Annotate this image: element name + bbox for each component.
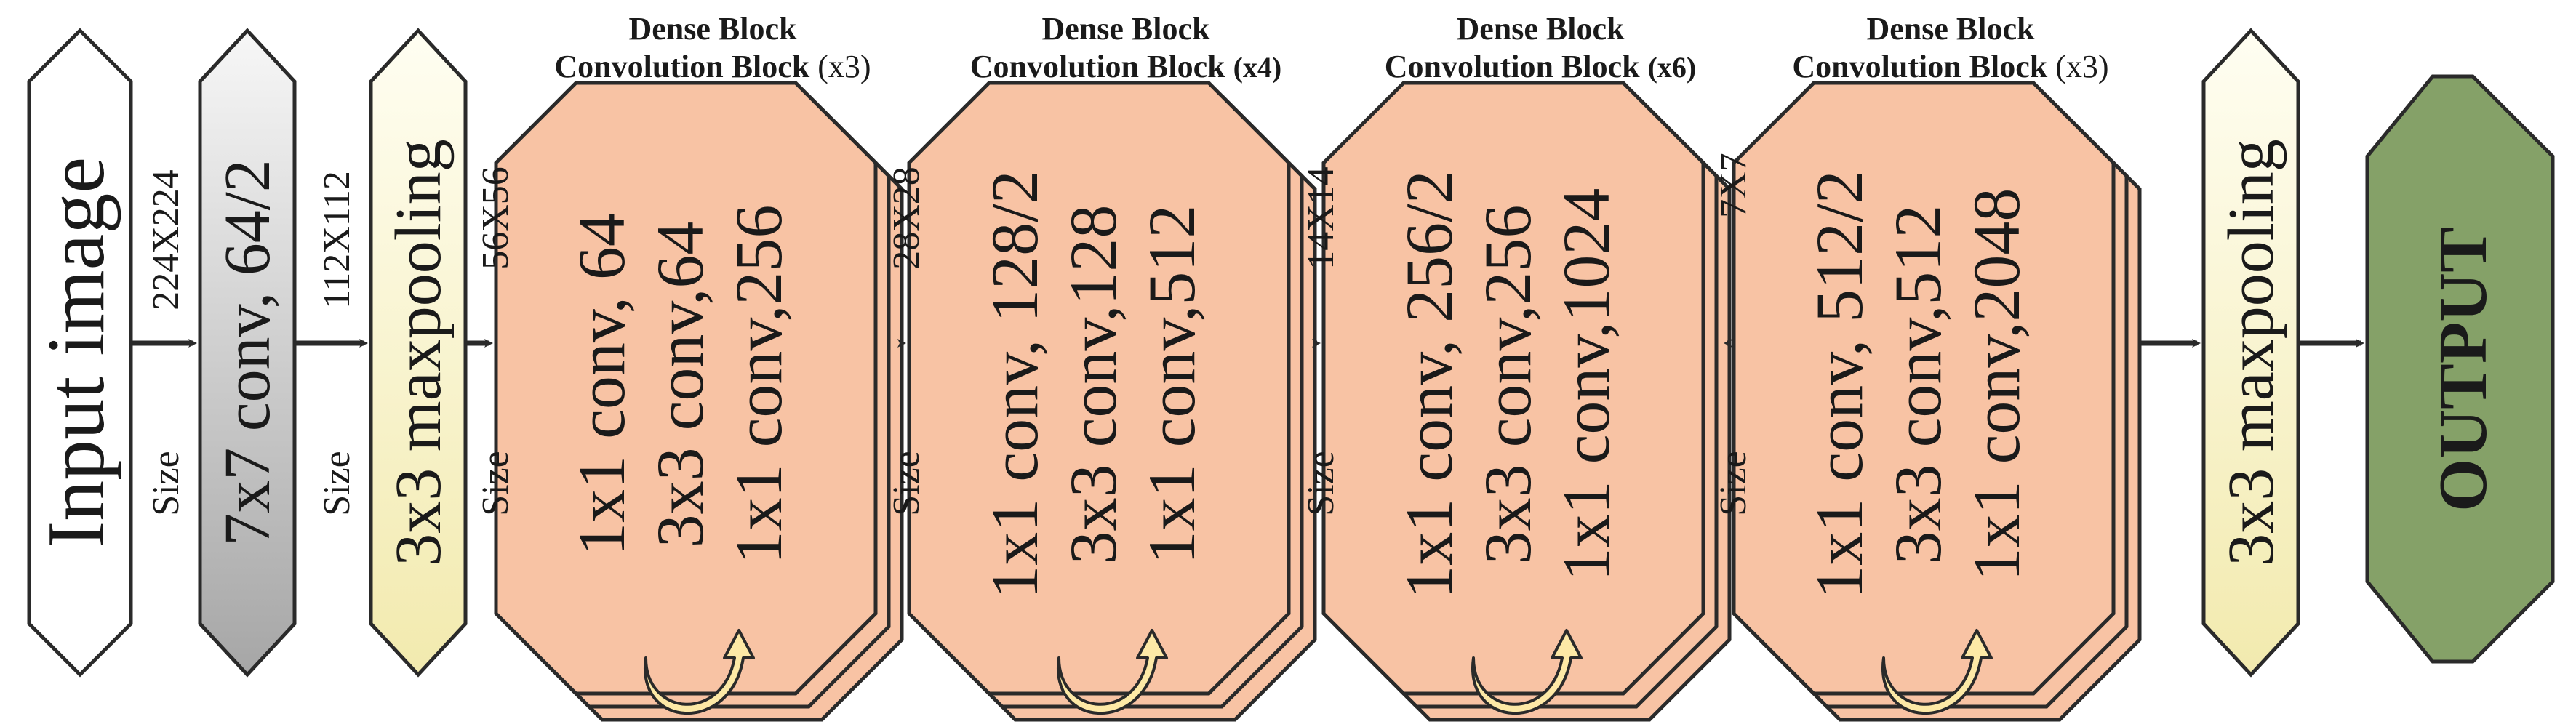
dense-block-4-header-conv: Convolution Block (x3)	[1792, 49, 2108, 84]
maxpool-1-shape	[369, 28, 468, 678]
dense-block-2-front-layer	[907, 81, 1291, 696]
dense-block-4-line-2: 3x3 conv,512	[1881, 205, 1955, 565]
size-value-3: 56X56	[475, 166, 516, 270]
size-value-5: 14X14	[1300, 166, 1342, 270]
dense-block-1-line-2: 3x3 conv,64	[643, 222, 717, 548]
output-stage: OUTPUT	[2365, 74, 2555, 664]
dense-block-4-line-3: 1x1 conv,2048	[1959, 188, 2033, 582]
dense-block-3-header-dense: Dense Block	[1457, 11, 1625, 47]
maxpool-2-shape	[2201, 28, 2300, 678]
conv-shape	[198, 28, 297, 678]
output-shape	[2365, 74, 2555, 664]
maxpool-stage-1: 3x3 maxpooling	[369, 28, 468, 678]
maxpool-stage-2: 3x3 maxpooling	[2201, 28, 2300, 678]
dense-block-2-residual-loop-arrow	[1056, 629, 1168, 715]
size-value-4: 28X28	[886, 166, 927, 270]
dense-block-1-repeat-count: (x3)	[817, 49, 871, 84]
dense-block-4-residual-loop-arrow	[1881, 629, 1993, 715]
size-word-3: Size	[475, 451, 516, 516]
input-image-label: Input image	[31, 157, 121, 548]
dense-block-3-line-1: 1x1 conv, 256/2	[1392, 170, 1466, 598]
dense-block-4-header-dense: Dense Block	[1867, 11, 2036, 47]
dense-block-2-line-1: 1x1 conv, 128/2	[977, 170, 1052, 598]
dense-block-4: 1x1 conv, 512/2 3x3 conv,512 1x1 conv,20…	[1732, 11, 2142, 722]
dense-block-1-residual-loop-arrow	[643, 629, 755, 715]
size-word-6: Size	[1713, 451, 1754, 516]
dense-block-1-line-3: 1x1 conv,256	[721, 205, 796, 565]
size-value-2: 112X112	[316, 171, 358, 309]
size-word-5: Size	[1300, 451, 1342, 516]
size-annotations: 224X224 Size 112X112 Size 56X56 Size 28X…	[145, 153, 1754, 516]
maxpool-2-label: 3x3 maxpooling	[2215, 139, 2287, 566]
maxpool-1-label: 3x3 maxpooling	[383, 139, 455, 566]
dense-block-2-line-3: 1x1 conv,512	[1135, 205, 1209, 565]
conv-stage: 7x7 conv, 64/2	[198, 28, 297, 678]
dense-block-1-line-1: 1x1 conv, 64	[564, 213, 639, 556]
dense-block-3-residual-loop-arrow	[1471, 629, 1583, 715]
size-word-1: Size	[145, 451, 187, 516]
size-word-2: Size	[316, 451, 358, 516]
size-word-4: Size	[886, 451, 927, 516]
dense-block-3-header-conv: Convolution Block (x6)	[1385, 49, 1697, 84]
size-value-6: 7X7	[1713, 153, 1754, 218]
dense-block-1-front-layer	[494, 81, 878, 696]
dense-block-2-repeat-count: (x4)	[1233, 51, 1282, 84]
dense-block-2-header-dense: Dense Block	[1042, 11, 1211, 47]
dense-block-3-line-2: 3x3 conv,256	[1471, 205, 1545, 565]
input-image-shape	[27, 28, 133, 678]
dense-block-4-repeat-count: (x3)	[2055, 49, 2108, 84]
output-label: OUTPUT	[2425, 227, 2501, 512]
dense-block-3-front-layer	[1321, 81, 1705, 696]
conv-label: 7x7 conv, 64/2	[212, 159, 284, 546]
dense-block-2-line-2: 3x3 conv,128	[1056, 205, 1130, 565]
dense-block-1-header-dense: Dense Block	[629, 11, 798, 47]
dense-block-3: 1x1 conv, 256/2 3x3 conv,256 1x1 conv,10…	[1321, 11, 1732, 722]
dense-block-3-line-3: 1x1 conv,1024	[1549, 188, 1623, 582]
dense-block-4-front-layer	[1732, 81, 2116, 696]
dense-block-1-header-conv: Convolution Block (x3)	[554, 49, 871, 84]
input-image-stage: Input image	[27, 28, 133, 678]
dense-block-2: 1x1 conv, 128/2 3x3 conv,128 1x1 conv,51…	[907, 11, 1317, 722]
dense-block-1: 1x1 conv, 64 3x3 conv,64 1x1 conv,256 De…	[494, 11, 904, 722]
dense-block-3-repeat-count: (x6)	[1648, 51, 1697, 84]
size-value-1: 224X224	[145, 169, 187, 310]
dense-block-4-line-1: 1x1 conv, 512/2	[1802, 170, 1876, 598]
dense-block-2-header-conv: Convolution Block (x4)	[970, 49, 1282, 84]
